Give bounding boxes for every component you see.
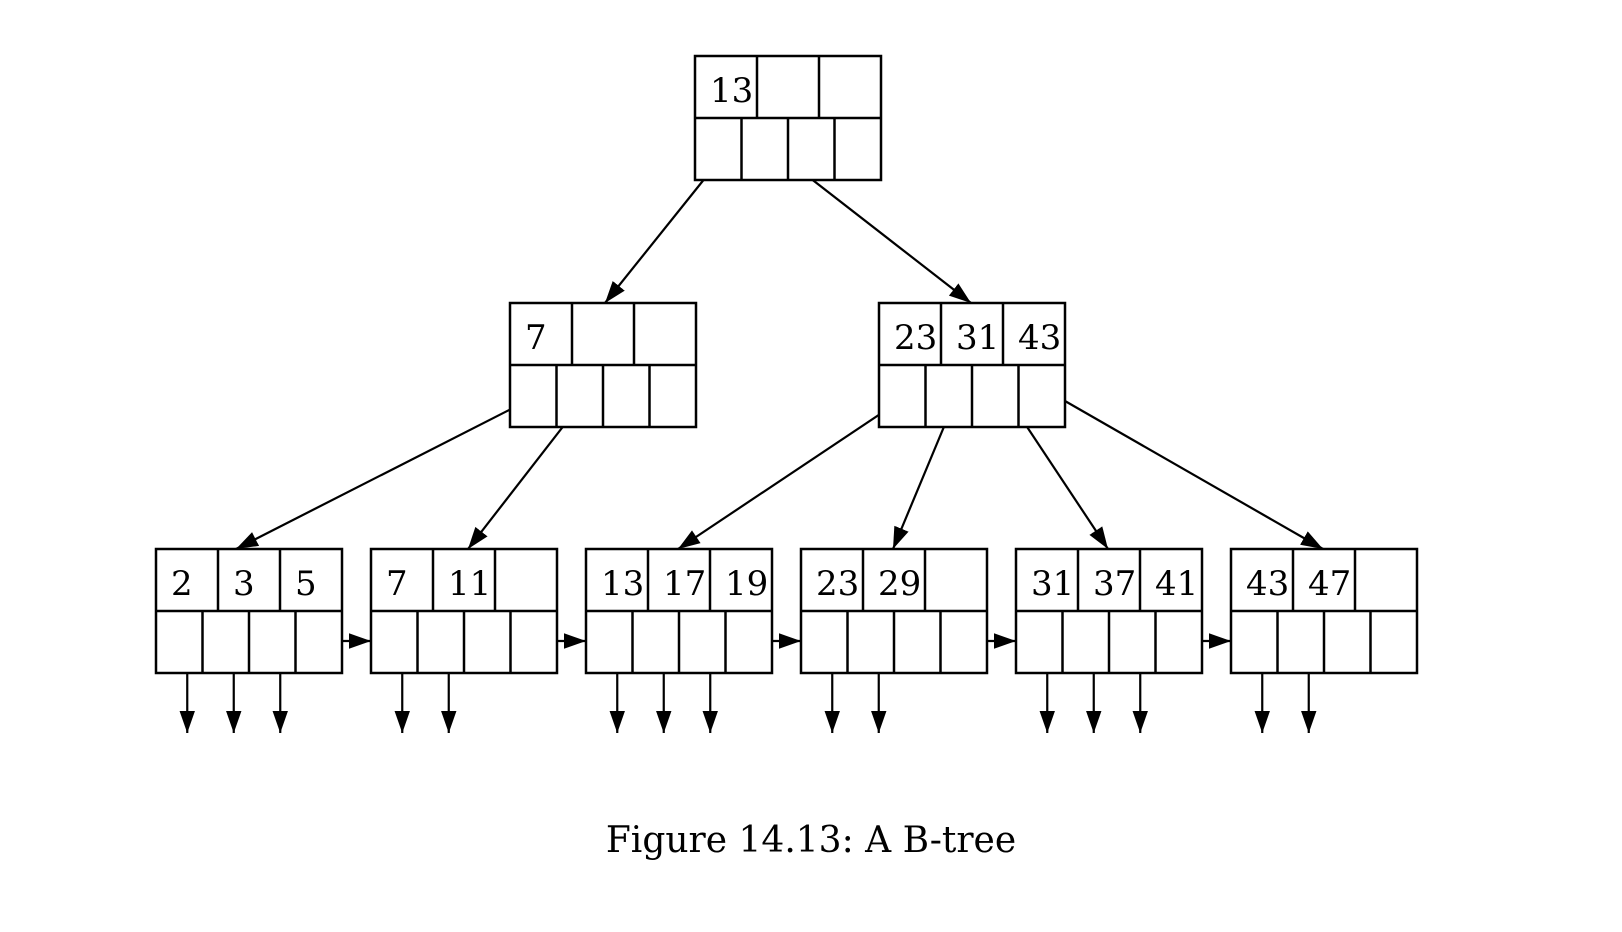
leaf-node-5-key-1: 31 (1031, 564, 1074, 604)
root-node: 13 (693, 54, 883, 182)
leaf-node-3-key-3: 19 (725, 564, 768, 604)
edge-interior-1-to-leaf-1 (235, 392, 544, 550)
interior-node-2-key-3: 43 (1018, 318, 1061, 358)
edge-interior-2-to-leaf-3 (677, 392, 913, 550)
leaf-node-3-key-2: 17 (663, 564, 706, 604)
leaf-node-4-key-1: 23 (816, 564, 859, 604)
leaf-node-2: 7 11 (369, 547, 559, 675)
leaf-node-5-key-2: 37 (1093, 564, 1136, 604)
interior-node-2: 23 31 43 (877, 301, 1067, 429)
leaf-node-6-key-1: 43 (1246, 564, 1289, 604)
leaf-node-1-key-1: 2 (171, 564, 193, 604)
leaf-node-4-key-2: 29 (878, 564, 921, 604)
leaf-node-6-key-2: 47 (1308, 564, 1351, 604)
interior-node-1: 7 (508, 301, 698, 429)
figure-caption: Figure 14.13: A B-tree (0, 820, 1622, 861)
leaf-node-1-key-3: 5 (295, 564, 317, 604)
leaf-node-5: 31 37 41 (1014, 547, 1204, 675)
leaf-node-3: 13 17 19 (584, 547, 774, 675)
leaf-node-3-key-1: 13 (601, 564, 644, 604)
root-node-key-1: 13 (710, 71, 753, 111)
leaf-node-2-key-1: 7 (386, 564, 408, 604)
edge-interior-2-to-leaf-6 (1050, 392, 1324, 550)
leaf-node-4: 23 29 (799, 547, 989, 675)
leaf-node-1-key-2: 3 (233, 564, 255, 604)
caption-label: Figure 14.13: (605, 820, 854, 861)
leaf-node-5-key-3: 41 (1155, 564, 1198, 604)
interior-node-2-key-1: 23 (894, 318, 937, 358)
interior-node-2-key-2: 31 (956, 318, 999, 358)
caption-text: A B-tree (865, 820, 1017, 861)
interior-node-1-key-1: 7 (525, 318, 547, 358)
leaf-node-6: 43 47 (1229, 547, 1419, 675)
leaf-node-2-key-2: 11 (448, 564, 491, 604)
